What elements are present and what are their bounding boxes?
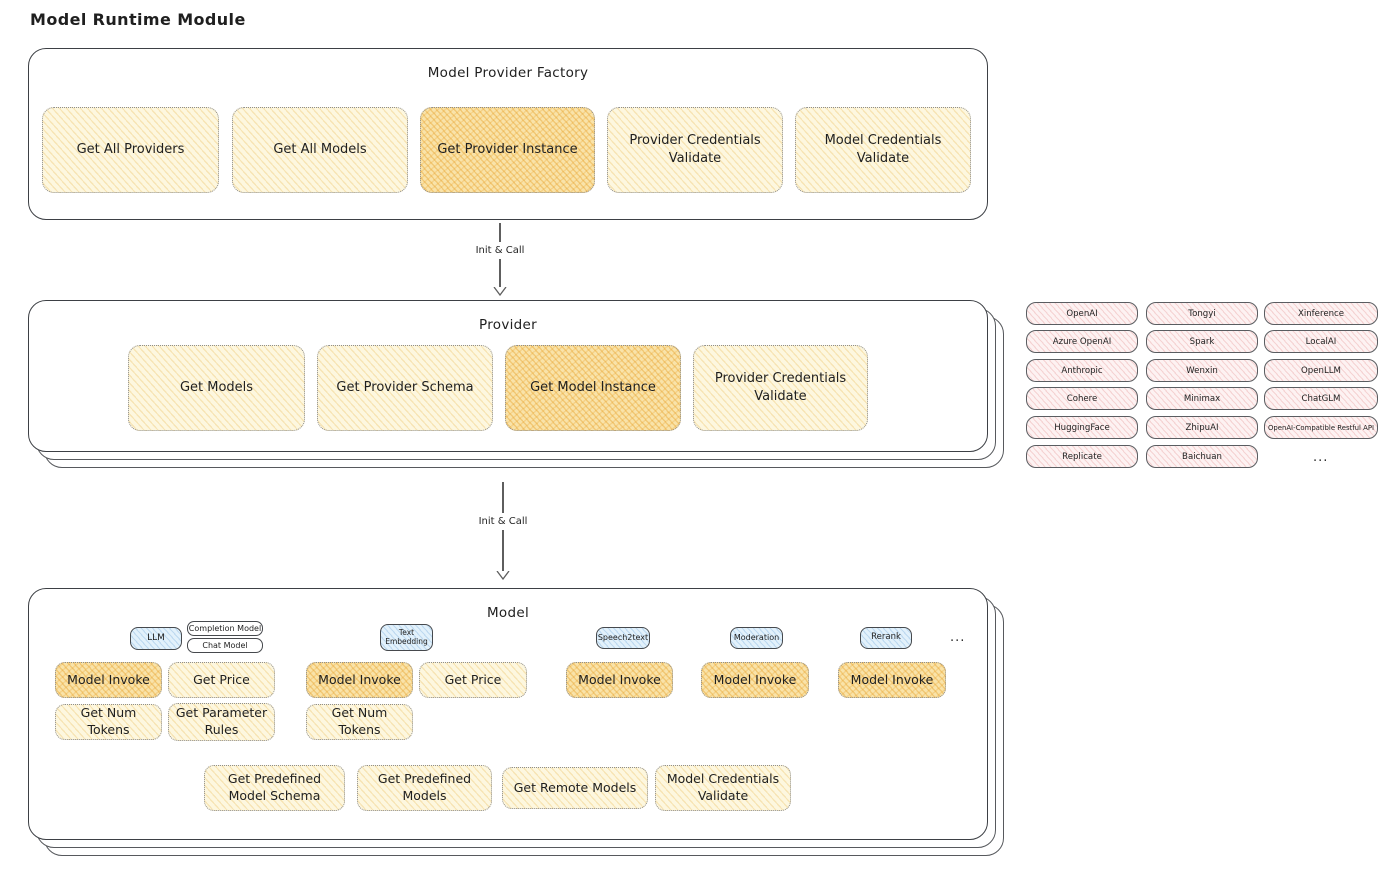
provider-pill-azure-openai: Azure OpenAI: [1026, 330, 1138, 353]
provider-pill-openai-compatible: OpenAI-Compatible Restful API: [1264, 416, 1378, 439]
provider-pill-anthropic: Anthropic: [1026, 359, 1138, 382]
node-model-invoke-rerank: Model Invoke: [838, 662, 946, 698]
arrow-line: [502, 530, 504, 571]
node-model-credentials-validate: Model Credentials Validate: [795, 107, 971, 193]
page-title: Model Runtime Module: [30, 10, 246, 29]
factory-title: Model Provider Factory: [427, 65, 589, 81]
provider-pill-xinference: Xinference: [1264, 302, 1378, 325]
more-model-types: ...: [950, 630, 966, 645]
provider-pill-spark: Spark: [1146, 330, 1258, 353]
arrow-line: [499, 258, 501, 287]
provider-pill-cohere: Cohere: [1026, 387, 1138, 410]
provider-title: Provider: [479, 317, 537, 333]
arrow-label: Init & Call: [475, 244, 525, 256]
tag-speech2text: Speech2text: [596, 627, 650, 649]
node-get-num-tokens-llm: Get Num Tokens: [55, 704, 162, 740]
provider-pill-localai: LocalAI: [1264, 330, 1378, 353]
provider-pill-minimax: Minimax: [1146, 387, 1258, 410]
more-providers: ...: [1313, 450, 1329, 465]
node-get-predefined-model-schema: Get Predefined Model Schema: [204, 765, 345, 811]
tag-completion-model: Completion Model: [187, 621, 263, 636]
node-model-invoke-embedding: Model Invoke: [306, 662, 413, 698]
node-model-invoke-llm: Model Invoke: [55, 662, 162, 698]
node-get-predefined-models: Get Predefined Models: [357, 765, 492, 811]
node-get-remote-models: Get Remote Models: [502, 767, 648, 809]
arrow-provider-to-model: Init & Call: [462, 482, 544, 580]
provider-pill-baichuan: Baichuan: [1146, 445, 1258, 468]
arrow-factory-to-provider: Init & Call: [459, 223, 541, 296]
arrowhead-icon: [496, 571, 510, 580]
node-get-provider-instance: Get Provider Instance: [420, 107, 595, 193]
tag-llm: LLM: [130, 627, 182, 650]
node-get-parameter-rules: Get Parameter Rules: [168, 703, 275, 741]
tag-rerank: Rerank: [860, 627, 912, 649]
provider-pill-huggingface: HuggingFace: [1026, 416, 1138, 439]
node-provider-credentials-validate: Provider Credentials Validate: [607, 107, 783, 193]
node-get-all-models: Get All Models: [232, 107, 408, 193]
provider-pill-openai: OpenAI: [1026, 302, 1138, 325]
model-title: Model: [486, 605, 530, 621]
node-get-all-providers: Get All Providers: [42, 107, 219, 193]
provider-pill-zhipuai: ZhipuAI: [1146, 416, 1258, 439]
arrow-label: Init & Call: [478, 516, 528, 528]
provider-pill-tongyi: Tongyi: [1146, 302, 1258, 325]
arrowhead-icon: [493, 287, 507, 296]
node-model-invoke-speech2text: Model Invoke: [566, 662, 673, 698]
node-get-provider-schema: Get Provider Schema: [317, 345, 493, 431]
node-get-price-llm: Get Price: [168, 662, 275, 698]
provider-pill-wenxin: Wenxin: [1146, 359, 1258, 382]
node-model-credentials-validate-2: Model Credentials Validate: [655, 765, 791, 811]
arrow-line: [502, 482, 504, 514]
provider-pill-chatglm: ChatGLM: [1264, 387, 1378, 410]
node-provider-credentials-validate-2: Provider Credentials Validate: [693, 345, 868, 431]
node-get-price-embedding: Get Price: [419, 662, 527, 698]
tag-text-embedding: Text Embedding: [380, 624, 433, 651]
node-get-models: Get Models: [128, 345, 305, 431]
node-get-model-instance: Get Model Instance: [505, 345, 681, 431]
arrow-line: [499, 223, 501, 242]
node-model-invoke-moderation: Model Invoke: [701, 662, 809, 698]
provider-pill-openllm: OpenLLM: [1264, 359, 1378, 382]
node-get-num-tokens-embedding: Get Num Tokens: [306, 704, 413, 740]
provider-pill-replicate: Replicate: [1026, 445, 1138, 468]
tag-chat-model: Chat Model: [187, 638, 263, 653]
tag-moderation: Moderation: [730, 627, 783, 649]
